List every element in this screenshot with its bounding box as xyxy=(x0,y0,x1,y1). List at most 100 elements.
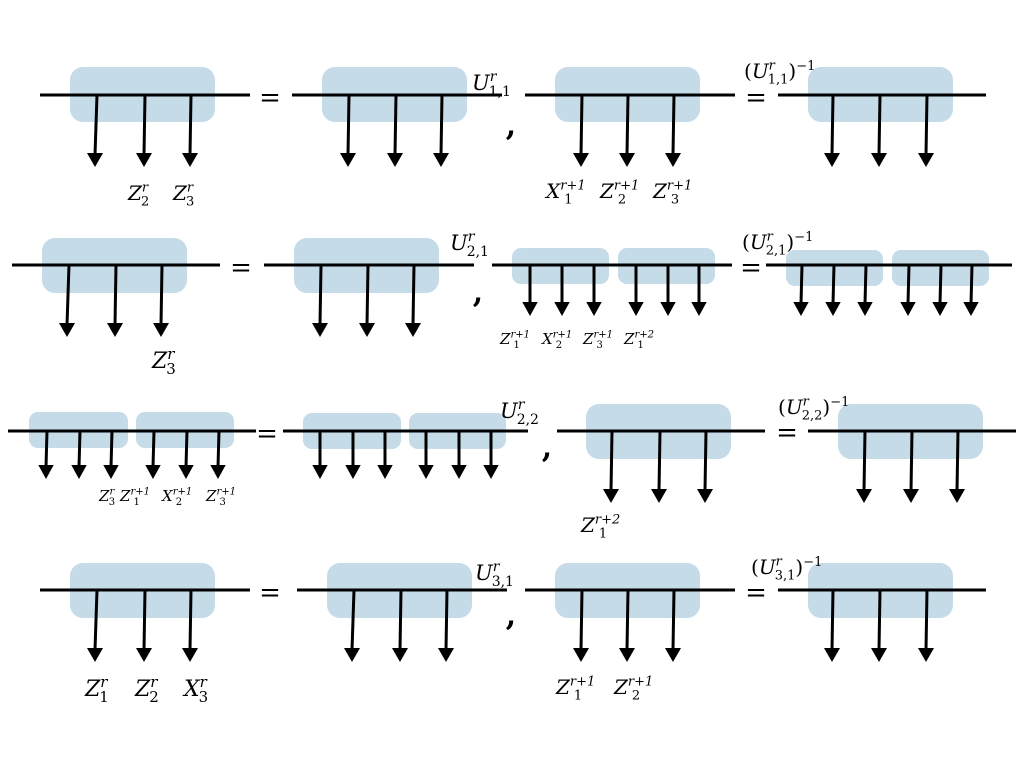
leg-arrow-shaft xyxy=(398,589,403,651)
arrow-head-icon xyxy=(932,302,948,316)
arrow-head-icon xyxy=(405,323,421,337)
arrow-head-icon xyxy=(145,465,161,479)
leg-arrow-shaft xyxy=(924,94,929,156)
leg-arrow xyxy=(178,430,194,479)
leg-arrow xyxy=(522,265,538,316)
leg-arrow-shaft xyxy=(862,430,867,492)
leg-arrow xyxy=(153,264,169,337)
leg-arrow xyxy=(932,264,948,316)
leg-arrow xyxy=(312,431,328,479)
leg-arrow-shaft xyxy=(625,589,630,651)
leg-arrow xyxy=(665,589,681,662)
leg-arrow-shaft xyxy=(909,430,914,492)
leg-arrow-shaft xyxy=(955,430,960,492)
leg-arrow xyxy=(312,264,328,337)
arrow-head-icon xyxy=(691,302,707,316)
arrow-head-icon xyxy=(103,465,119,479)
leg-arrow-shaft xyxy=(142,94,147,156)
leg-arrow xyxy=(619,94,635,167)
arrow-head-icon xyxy=(603,489,619,503)
equals-sign: = xyxy=(776,418,798,448)
comma-separator: , xyxy=(473,275,483,310)
leg-arrow xyxy=(483,431,499,479)
leg-arrow xyxy=(586,265,602,316)
leg-arrow xyxy=(387,94,403,167)
leg-arrow xyxy=(573,589,589,662)
arrow-head-icon xyxy=(697,489,713,503)
arrow-head-icon xyxy=(438,648,454,662)
arrow-head-icon xyxy=(900,302,916,316)
leg-arrow xyxy=(359,264,375,337)
leg-arrow-shaft xyxy=(579,94,584,156)
leg-arrow-shaft xyxy=(579,589,584,651)
leg-arrow-shaft xyxy=(703,430,708,492)
leg-arrow xyxy=(857,264,873,316)
leg-arrow-shaft xyxy=(799,264,804,305)
leg-arrow-shaft xyxy=(159,264,164,326)
leg-arrow-shaft xyxy=(877,94,882,156)
arrow-head-icon xyxy=(660,302,676,316)
equals-sign: = xyxy=(256,419,278,449)
leg-arrow-shaft xyxy=(44,430,49,468)
leg-arrow xyxy=(136,589,152,662)
leg-arrow-shaft xyxy=(93,589,99,651)
leg-arrow xyxy=(628,265,644,316)
arrow-head-icon xyxy=(619,648,635,662)
paren-open: ( xyxy=(778,395,786,419)
arrow-head-icon xyxy=(433,153,449,167)
leg-arrow-shaft xyxy=(863,264,868,305)
leg-arrow-shaft xyxy=(831,264,836,305)
leg-arrow xyxy=(963,264,979,316)
paren-open: ( xyxy=(751,555,759,579)
arrow-head-icon xyxy=(825,302,841,316)
leg-arrow xyxy=(900,264,916,316)
arrow-head-icon xyxy=(87,153,103,167)
leg-arrow xyxy=(691,265,707,316)
leg-arrow-shaft xyxy=(113,264,118,326)
arrow-head-icon xyxy=(182,648,198,662)
equals-sign: = xyxy=(745,578,767,608)
arrow-head-icon xyxy=(87,648,103,662)
arrow-head-icon xyxy=(871,153,887,167)
leg-arrow xyxy=(87,589,103,662)
leg-arrow-shaft xyxy=(77,430,82,468)
leg-arrow xyxy=(392,589,408,662)
leg-arrow xyxy=(573,94,589,167)
arrow-head-icon xyxy=(483,465,499,479)
leg-arrow xyxy=(377,431,393,479)
arrow-head-icon xyxy=(651,489,667,503)
leg-arrow xyxy=(87,94,103,167)
arrow-head-icon xyxy=(210,465,226,479)
arrow-head-icon xyxy=(59,323,75,337)
arrow-head-icon xyxy=(38,465,54,479)
equals-sign: = xyxy=(259,578,281,608)
arrow-head-icon xyxy=(856,489,872,503)
arrow-head-icon xyxy=(619,153,635,167)
leg-arrow-shaft xyxy=(671,589,676,651)
leg-arrow-shaft xyxy=(671,94,676,156)
arrow-head-icon xyxy=(178,465,194,479)
leg-arrow-shaft xyxy=(625,94,630,156)
arrow-head-icon xyxy=(345,465,361,479)
arrow-head-icon xyxy=(377,465,393,479)
arrow-head-icon xyxy=(359,323,375,337)
leg-arrow xyxy=(210,430,226,479)
